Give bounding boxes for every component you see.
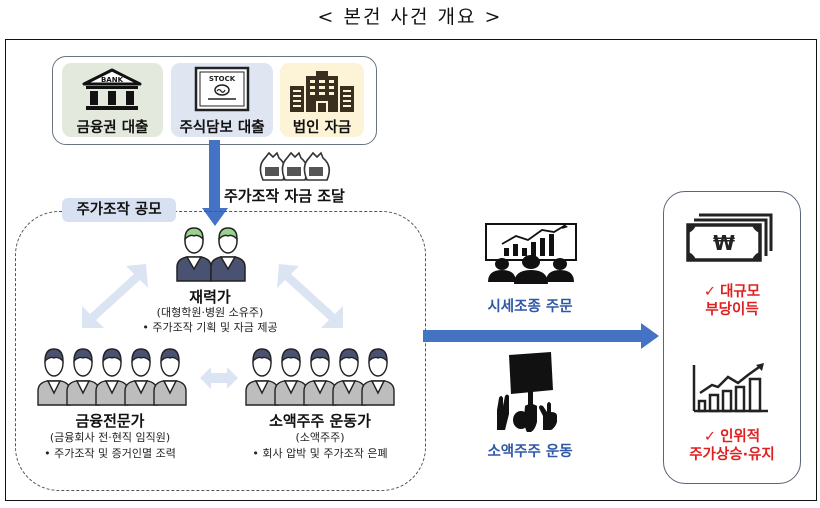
source-label-stock-loan: 주식담보 대출 <box>179 120 265 136</box>
person-hair <box>339 348 359 363</box>
svg-text:₩: ₩ <box>713 231 735 255</box>
result-unfair-profit-line1: 대규모 <box>720 284 761 300</box>
person-collar <box>254 380 270 395</box>
stock-certificate-icon: STOCK <box>194 66 250 112</box>
results-box <box>663 191 801 484</box>
bank-icon: BANK <box>82 68 142 110</box>
page-title: < 본건 사건 개요 > <box>317 6 503 28</box>
diagram-frame <box>5 39 817 501</box>
financier-name: 재력가 <box>189 288 231 306</box>
person-hair <box>131 348 151 363</box>
experts-name: 금융전문가 <box>75 412 145 430</box>
main-right-arrow <box>423 323 659 349</box>
person-hair <box>160 348 180 363</box>
five-people-icon <box>37 348 187 406</box>
source-label-bank-loan: 금융권 대출 <box>76 120 149 136</box>
person-hair <box>44 348 64 363</box>
person-collar <box>283 380 299 395</box>
result-artificial-price-line1: 인위적 <box>720 429 761 445</box>
person-collar <box>104 380 120 395</box>
conspiracy-group <box>15 211 426 491</box>
won-banknote-icon: ₩ <box>686 213 773 262</box>
person-collar <box>341 380 357 395</box>
rising-chart-icon <box>692 363 768 413</box>
result-unfair-profit: ✓대규모 부당이득 <box>663 283 801 319</box>
financier-sub: (대형학원·병원 소유주) <box>156 306 264 319</box>
person-collar <box>75 380 91 395</box>
source-label-corporate-funds: 법인 자금 <box>292 120 352 136</box>
audience-chart-icon <box>485 223 577 284</box>
two-people-icon <box>176 227 246 282</box>
activists-name: 소액주주 운동가 <box>269 412 371 430</box>
person-collar <box>133 380 149 395</box>
person-collar <box>162 380 178 395</box>
person-hair <box>310 348 330 363</box>
double-arrow-experts-activists <box>200 367 238 389</box>
person-hair <box>252 348 272 363</box>
action-label-price-manipulation: 시세조종 주문 <box>487 299 573 315</box>
protest-sign-icon <box>497 352 557 432</box>
result-artificial-price-line2: 주가상승·유지 <box>689 447 775 463</box>
double-arrow-financier-activists <box>277 264 343 328</box>
person-collar <box>370 380 386 395</box>
stock-icon-text: STOCK <box>209 75 236 83</box>
person-collar <box>46 380 62 395</box>
funding-down-arrow <box>202 140 228 226</box>
result-artificial-price: ✓인위적 주가상승·유지 <box>663 428 801 464</box>
money-bags-icon <box>259 151 331 181</box>
experts-sub: (금융회사 전·현직 임직원) <box>49 431 171 444</box>
person-hair <box>102 348 122 363</box>
person-hair <box>368 348 388 363</box>
double-arrow-financier-experts <box>82 264 148 328</box>
result-unfair-profit-line2: 부당이득 <box>705 302 759 318</box>
experts-desc: • 주가조작 및 증거인멸 조력 <box>44 447 176 460</box>
five-people-icon <box>245 348 395 406</box>
person-hair <box>281 348 301 363</box>
conspiracy-tag: 주가조작 공모 <box>62 198 176 222</box>
check-icon: ✓ <box>703 284 717 300</box>
activists-desc: • 회사 압박 및 주가조작 은폐 <box>252 447 388 460</box>
person-hair <box>73 348 93 363</box>
financier-desc: • 주가조작 기획 및 자금 제공 <box>142 321 278 334</box>
action-label-shareholder-movement: 소액주주 운동 <box>487 444 573 460</box>
funding-step-label: 주가조작 자금 조달 <box>224 187 345 205</box>
check-icon: ✓ <box>703 429 717 445</box>
bank-icon-text: BANK <box>101 76 124 84</box>
activists-sub: (소액주주) <box>295 431 345 444</box>
person-collar <box>312 380 328 395</box>
office-building-icon <box>290 71 354 112</box>
